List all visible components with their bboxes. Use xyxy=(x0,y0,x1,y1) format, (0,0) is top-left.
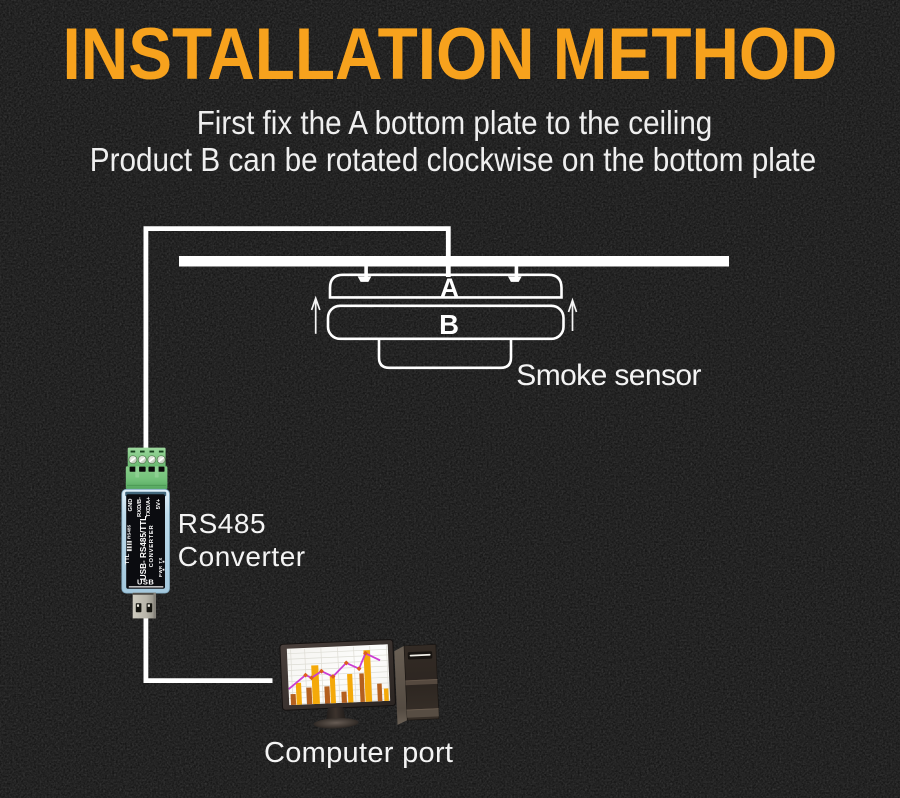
pin-label-5v: 5V+ xyxy=(155,498,162,510)
mounting-screws xyxy=(357,264,522,282)
monitor-stand xyxy=(313,707,359,729)
device-type-text: CONVERTER xyxy=(148,524,155,567)
terminal-top-marks xyxy=(130,450,164,453)
terminal-block xyxy=(125,447,168,490)
terminal-screws xyxy=(128,455,166,465)
product-b-label: B xyxy=(439,308,459,340)
converter-case xyxy=(121,488,170,594)
device-model-text: USB- RS485/TTL xyxy=(138,515,148,580)
tx-led xyxy=(162,568,165,571)
pin-label-rxd: RXD/B- xyxy=(137,497,144,517)
sensor-plate-a xyxy=(328,273,563,299)
device-usb-text: USB xyxy=(137,577,155,587)
sensor-bottom-bump xyxy=(377,337,513,370)
arrow-up-right-icon xyxy=(567,297,578,331)
connection-cable xyxy=(143,226,451,683)
computer xyxy=(279,639,440,729)
pin-label-txd: TXD/A+ xyxy=(146,496,153,518)
computer-port-label: Computer port xyxy=(264,736,454,769)
monitor-chart xyxy=(287,645,391,706)
arrow-up-left-icon xyxy=(310,295,321,334)
device-ttl-text: TTL xyxy=(124,553,131,565)
converter-label: RS485 Converter xyxy=(178,507,306,573)
tower xyxy=(394,644,440,725)
page-title: INSTALLATION METHOD xyxy=(62,14,838,95)
ceiling-bar xyxy=(179,256,729,267)
sensor-body-b xyxy=(326,304,565,341)
subtitle-line-1: First fix the A bottom plate to the ceil… xyxy=(196,104,713,141)
smoke-sensor xyxy=(326,273,565,370)
converter-label-line2: Converter xyxy=(177,541,306,573)
monitor xyxy=(279,639,396,711)
usb-plug xyxy=(132,592,156,619)
device-status-text: PWR TX xyxy=(157,557,163,577)
converter-label-line1: RS485 xyxy=(177,508,267,540)
subtitle-line-2: Product B can be rotated clockwise on th… xyxy=(89,140,817,178)
barcode-icon xyxy=(126,540,132,552)
pin-label-gnd: GND xyxy=(127,498,134,512)
smoke-sensor-label: Smoke sensor xyxy=(516,358,701,392)
plate-a-label: A xyxy=(440,272,459,302)
pwr-led xyxy=(162,560,165,563)
converter-label-panel xyxy=(126,494,165,589)
rotate-arrows xyxy=(310,295,578,334)
terminal-wire-holes xyxy=(129,466,165,472)
device-rs485-text: RS485 xyxy=(126,524,132,539)
rs485-converter-device xyxy=(121,447,170,619)
